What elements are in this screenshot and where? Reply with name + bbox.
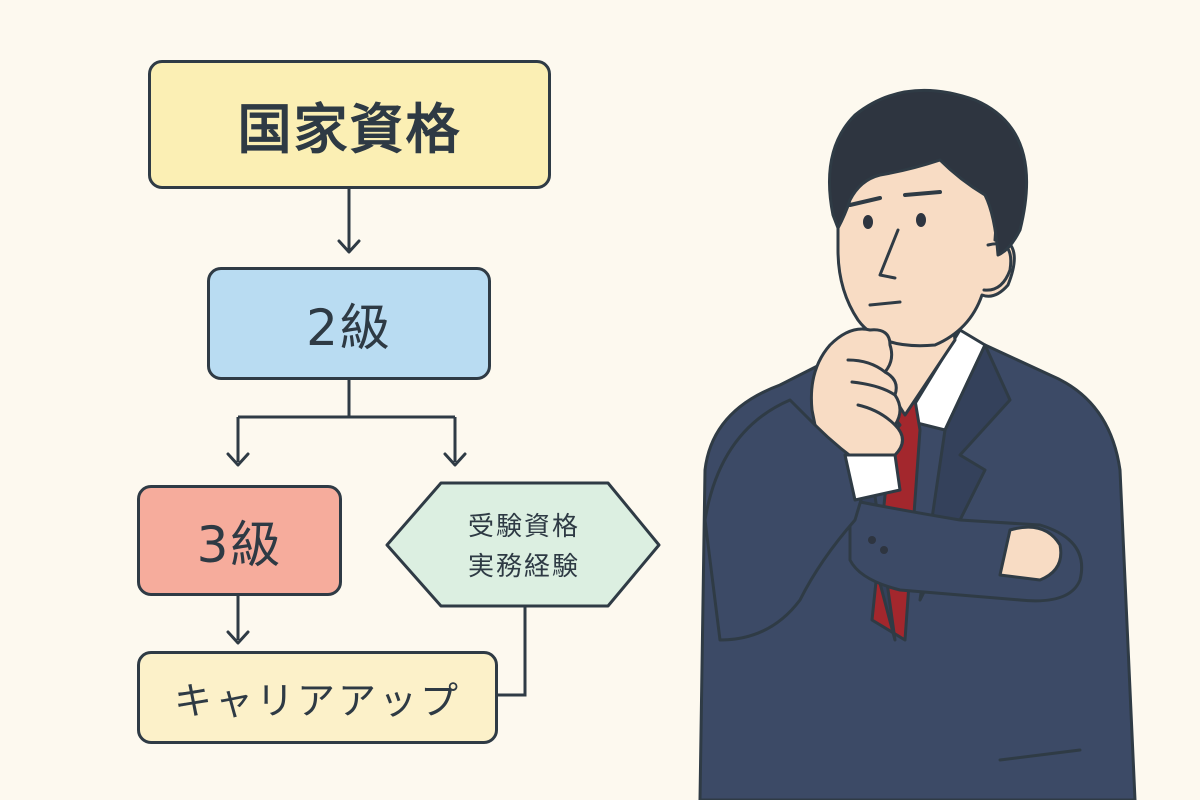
decision-line-2: 実務経験: [467, 552, 580, 582]
node-label: 2級: [306, 298, 392, 357]
node-label: 国家資格: [237, 98, 462, 161]
finger-lines: [846, 358, 897, 427]
eyebrow-left: [848, 196, 882, 207]
connector-grade3-to-career: [226, 596, 250, 645]
sleeve-button: [880, 546, 888, 554]
shirt-cuff: [843, 453, 902, 502]
eye-left: [863, 215, 873, 229]
nose: [878, 228, 900, 280]
node-grade-3: 3級: [137, 485, 342, 596]
node-decision: 受験資格 実務経験: [400, 492, 648, 602]
connector-top-to-grade2: [337, 189, 361, 254]
connector-decision-to-career: [498, 606, 527, 697]
connector-grade2-branch: [226, 380, 467, 467]
sleeve-button: [868, 536, 876, 544]
node-national-qualification: 国家資格: [148, 60, 551, 189]
mouth: [868, 300, 902, 307]
node-label: 3級: [196, 515, 283, 574]
hand-tucked: [998, 525, 1063, 582]
eyebrow-right: [903, 190, 942, 197]
node-career-up: キャリアアップ: [137, 651, 498, 744]
eye-right: [916, 213, 926, 227]
suit-pocket: [998, 748, 1082, 762]
node-grade-2: 2級: [207, 267, 491, 380]
decision-line-1: 受験資格: [467, 512, 580, 542]
decision-node-shape: [385, 481, 661, 608]
businessman-illustration: [698, 88, 1137, 800]
hair: [827, 88, 1028, 257]
node-label: キャリアアップ: [173, 679, 461, 723]
